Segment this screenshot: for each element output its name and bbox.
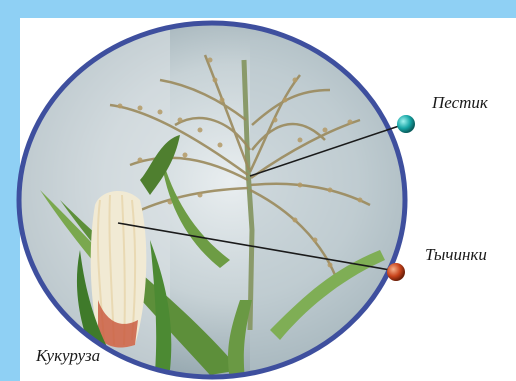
- stamens-marker: [387, 263, 405, 281]
- pistil-label: Пестик: [432, 93, 488, 113]
- stamens-label: Тычинки: [425, 245, 487, 265]
- plant-name-label: Кукуруза: [36, 346, 100, 366]
- pistil-marker: [397, 115, 415, 133]
